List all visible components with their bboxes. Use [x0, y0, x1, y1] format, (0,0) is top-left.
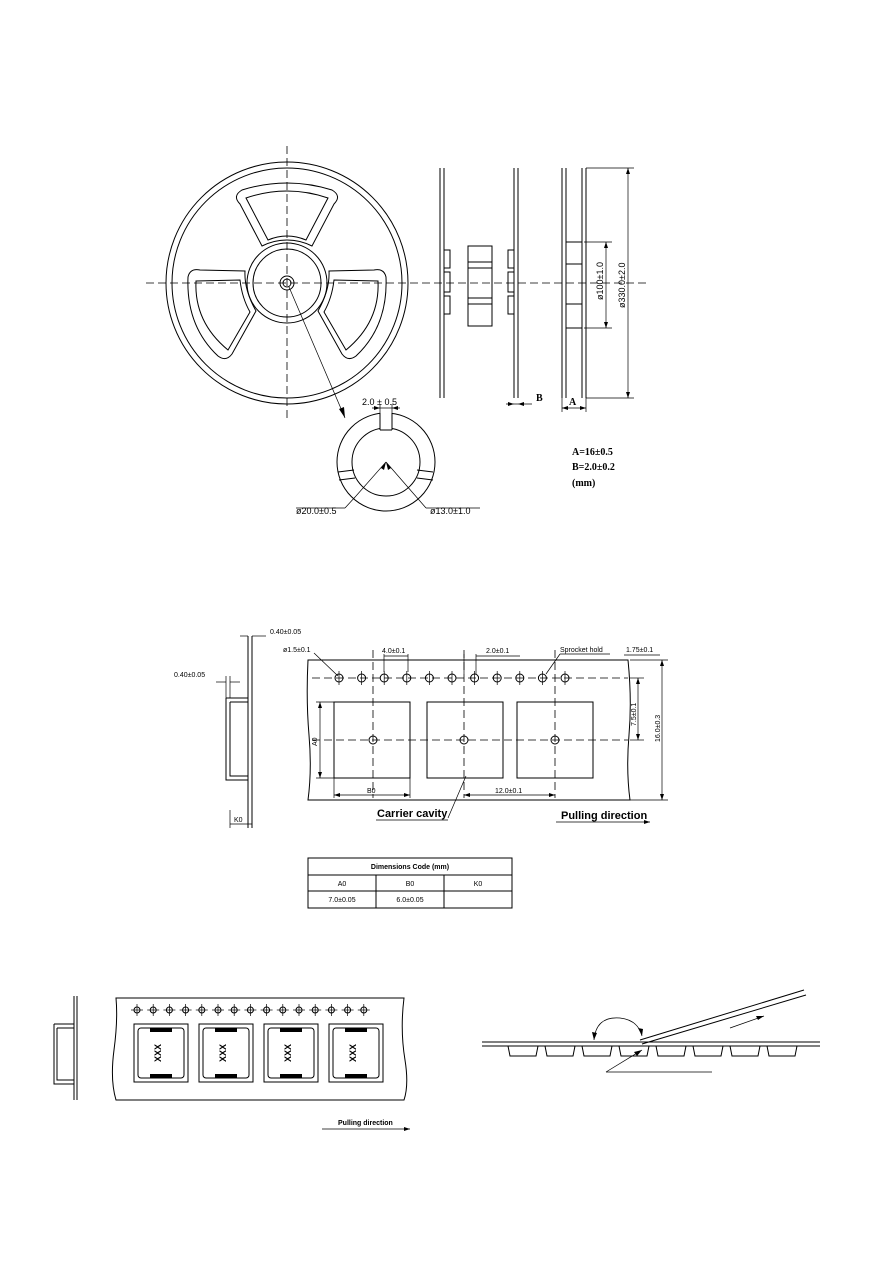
- dim-p1: 12.0±0.1: [495, 788, 522, 795]
- dim-w: 16.0±0.3: [655, 715, 662, 742]
- reel-side-views: B A ø100±1.0 ø330.0±2.0: [439, 167, 634, 412]
- component-terminal: [280, 1028, 302, 1032]
- bottom-pulling-label: Pulling direction: [338, 1120, 393, 1127]
- peel-pocket: [692, 1045, 724, 1057]
- component-terminal: [280, 1074, 302, 1078]
- dim-k0-label: K0: [234, 817, 243, 824]
- dim-arbor-dia: ø13.0±1.0: [430, 506, 470, 516]
- dim-f: 7.5±0.1: [631, 703, 638, 726]
- dim-a-label: A: [569, 397, 577, 408]
- component-terminal: [150, 1074, 172, 1078]
- tape-pocket: [328, 1023, 384, 1083]
- sprocket-label: Sprocket hold: [560, 647, 603, 654]
- component-marking: XXX: [283, 1044, 293, 1062]
- tape-pocket: [133, 1023, 189, 1083]
- spec-b: B=2.0±0.2: [572, 462, 615, 473]
- component-terminal: [345, 1028, 367, 1032]
- loaded-tape-view: XXX XXX XXX XXX Pulling direction: [53, 996, 410, 1131]
- component-terminal: [215, 1074, 237, 1078]
- table-header: B0: [406, 881, 415, 888]
- peel-diagram: [482, 989, 820, 1073]
- component-terminal: [345, 1074, 367, 1078]
- component-terminal: [215, 1028, 237, 1032]
- dim-t1: 0.40±0.05: [270, 629, 301, 636]
- dim-p0: 4.0±0.1: [382, 648, 405, 655]
- peel-pocket: [581, 1045, 613, 1057]
- tape-pocket: [263, 1023, 319, 1083]
- component-marking: XXX: [153, 1044, 163, 1062]
- dim-outer-dia: ø330.0±2.0: [617, 263, 627, 308]
- dim-b0: B0: [367, 788, 376, 795]
- peel-pocket: [507, 1045, 539, 1057]
- peel-pocket: [729, 1045, 761, 1057]
- dim-p2: 2.0±0.1: [486, 648, 509, 655]
- dim-inner-dia: ø100±1.0: [595, 262, 605, 300]
- table-title: Dimensions Code (mm): [371, 864, 449, 871]
- table-cell: 7.0±0.05: [328, 897, 355, 904]
- component-marking: XXX: [218, 1044, 228, 1062]
- peel-pocket: [655, 1045, 687, 1057]
- peel-pocket: [618, 1045, 650, 1057]
- dim-a0: A0: [312, 737, 319, 746]
- dim-hub-dia: ø20.0±0.5: [296, 506, 336, 516]
- carrier-tape-section: 0.40±0.05 0.40±0.05 K0 ø1.5±0.1 4.0±0.1: [174, 629, 668, 828]
- dim-b-label: B: [536, 393, 543, 404]
- spec-unit: (mm): [572, 478, 595, 489]
- dim-t2: 0.40±0.05: [174, 672, 205, 679]
- tape-pocket: [198, 1023, 254, 1083]
- hub-detail: 2.0 ± 0.5 ø20.0±0.5 ø13.0±1.0: [296, 397, 480, 516]
- component-terminal: [150, 1028, 172, 1032]
- table-header: A0: [338, 881, 347, 888]
- peel-pocket: [544, 1045, 576, 1057]
- component-marking: XXX: [348, 1044, 358, 1062]
- dim-hole-dia: ø1.5±0.1: [283, 647, 311, 654]
- dimensions-table: Dimensions Code (mm) A0 B0 K0 7.0±0.05 6…: [307, 857, 513, 909]
- dim-e: 1.75±0.1: [626, 647, 653, 654]
- reel-front-view: [146, 146, 650, 420]
- peel-pocket: [766, 1045, 798, 1057]
- table-cell: 6.0±0.05: [396, 897, 423, 904]
- dim-center-hole: 2.0 ± 0.5: [362, 397, 397, 407]
- pulling-direction-label: Pulling direction: [561, 810, 647, 822]
- carrier-cavity-label: Carrier cavity: [377, 808, 448, 820]
- spec-a: A=16±0.5: [572, 447, 613, 458]
- table-header: K0: [474, 881, 483, 888]
